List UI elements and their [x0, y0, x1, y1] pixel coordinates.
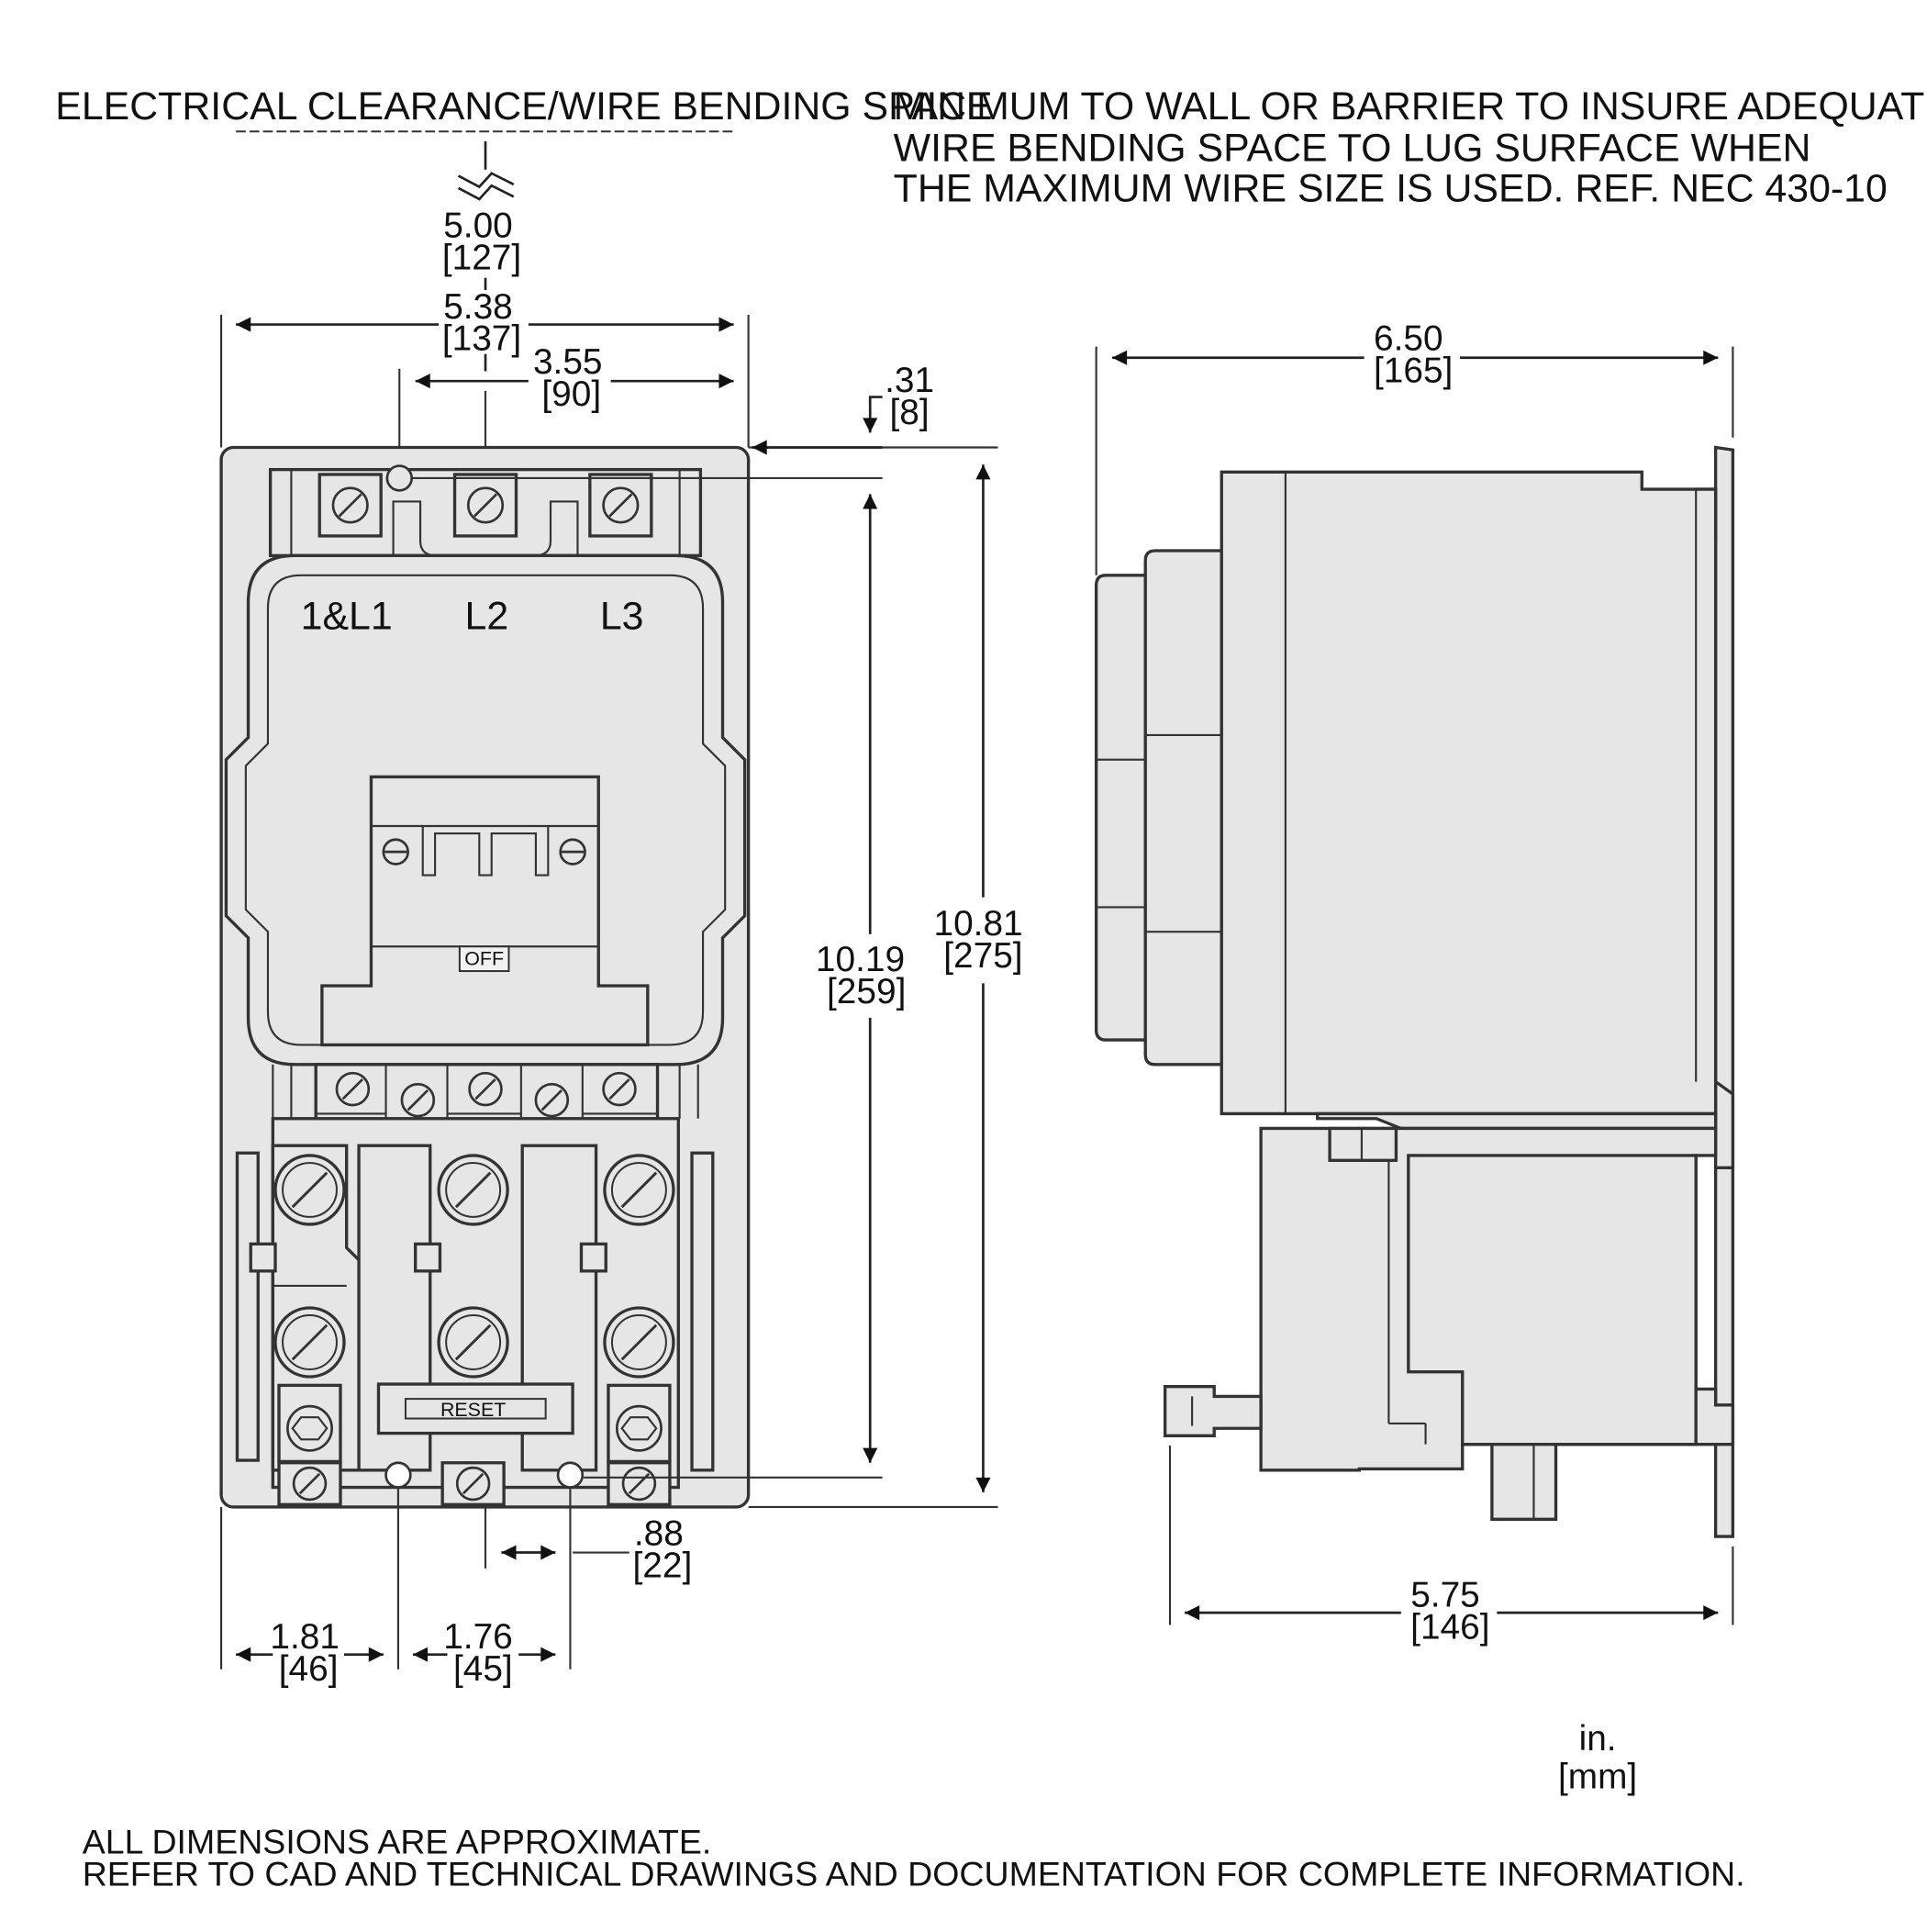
terminal-label-l3: L3: [600, 595, 644, 639]
dim-bottom-offset-mm: [22]: [632, 1546, 692, 1585]
top-terminal-block: [268, 464, 703, 558]
side-bottom-tab: [1490, 1442, 1558, 1522]
dim-base-depth-in: 5.75: [1410, 1575, 1480, 1614]
note-line-1: MINIMUM TO WALL OR BARRIER TO INSURE ADE…: [894, 84, 1927, 128]
dim-base-depth-mm: [146]: [1410, 1607, 1489, 1647]
dim-top-offset-leader: [863, 396, 883, 433]
footer-line-1: ALL DIMENSIONS ARE APPROXIMATE.: [83, 1823, 712, 1861]
off-label: OFF: [464, 947, 504, 969]
footer-line-2: REFER TO CAD AND TECHNICAL DRAWINGS AND …: [83, 1854, 1745, 1893]
note-line-3: THE MAXIMUM WIRE SIZE IS USED. REF. NEC …: [894, 167, 1888, 211]
clearance-title: ELECTRICAL CLEARANCE/WIRE BENDING SPACE: [55, 84, 992, 128]
dim-top-offset-mm: [8]: [889, 393, 929, 432]
terminal-label-l2: L2: [465, 595, 509, 639]
dim-left-to-hole-in: 1.81: [270, 1617, 340, 1657]
dim-overall-height-in: 10.81: [933, 904, 1022, 944]
dim-inner-height-mm: [259]: [827, 972, 906, 1011]
units-secondary: [mm]: [1558, 1758, 1637, 1797]
dim-left-to-hole-mm: [46]: [279, 1649, 339, 1689]
dim-clearance-mm: [127]: [442, 238, 521, 277]
dim-width-mm: [137]: [442, 319, 521, 359]
dim-mount-in: 3.55: [533, 342, 603, 382]
reset-knob-side: [1163, 1385, 1263, 1437]
dim-bottom-offset-in: .88: [634, 1513, 684, 1553]
dim-top-offset-in: .31: [885, 361, 934, 400]
dim-hole-spacing-in: 1.76: [443, 1617, 513, 1657]
side-view: 6.50 [165] 5.75 [146]: [1094, 319, 1735, 1647]
front-cover-step-2: [1143, 549, 1223, 1067]
break-symbol: [457, 141, 515, 372]
mounting-plate: [1713, 445, 1735, 1538]
dim-inner-height-in: 10.19: [816, 940, 905, 979]
operator-block: OFF: [320, 775, 650, 1047]
contactor-cover-inner: [244, 574, 727, 1046]
front-cover-step-1: [1094, 574, 1147, 1042]
dim-hole-spacing-mm: [45]: [453, 1649, 513, 1689]
dim-depth-mm: [165]: [1374, 352, 1453, 391]
note-line-2: WIRE BENDING SPACE TO LUG SURFACE WHEN: [894, 126, 1811, 170]
dim-width-in: 5.38: [443, 287, 513, 327]
dim-overall-height-mm: [275]: [943, 936, 1022, 976]
front-view: 1&L1 L2 L3 OFF: [219, 141, 1023, 1689]
reset-label: RESET: [440, 1399, 506, 1421]
terminal-label-l1: 1&L1: [301, 595, 393, 639]
contactor-body: [1220, 470, 1718, 1116]
overload-relay: RESET: [235, 1117, 715, 1506]
units-primary: in.: [1579, 1719, 1617, 1759]
dim-depth-in: 6.50: [1374, 319, 1443, 359]
dim-clearance-in: 5.00: [443, 206, 513, 245]
dim-mount-mm: [90]: [541, 374, 601, 414]
